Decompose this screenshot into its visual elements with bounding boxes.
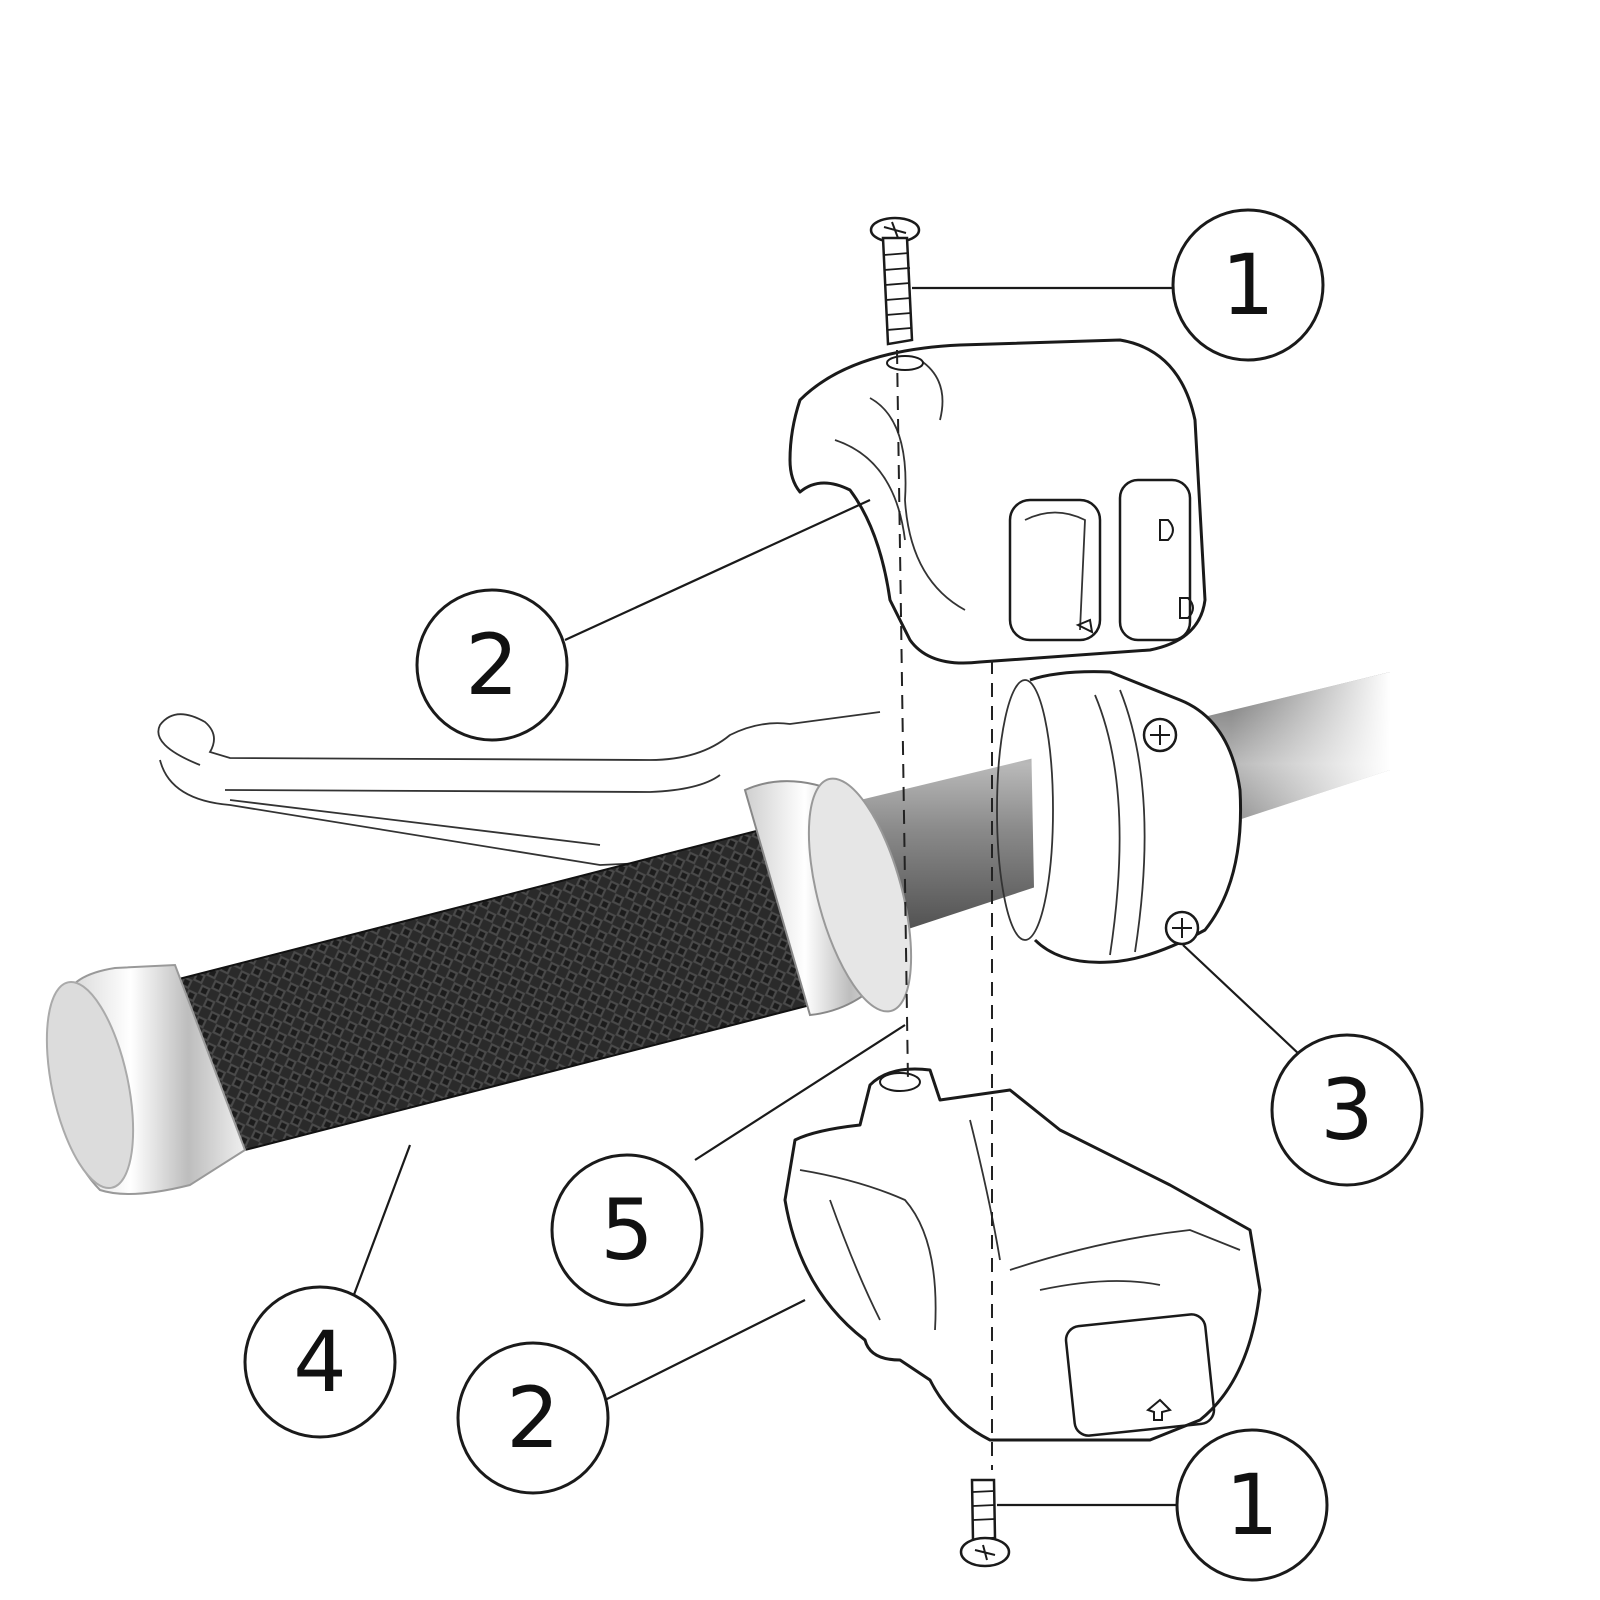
- callout-1-top-label: 1: [1221, 236, 1274, 334]
- callout-4: 4: [243, 1285, 397, 1439]
- callout-2-top-label: 2: [465, 616, 518, 714]
- leader-lines: [350, 286, 1301, 1507]
- turn-arrow-icon: [1145, 1398, 1172, 1421]
- callout-4-label: 4: [293, 1313, 346, 1411]
- light-symbol-lower-icon: [1179, 597, 1194, 619]
- assembly-guides: [896, 349, 993, 1470]
- callout-5-label: 5: [600, 1181, 653, 1279]
- callout-1-bottom: 1: [1175, 1428, 1329, 1582]
- callout-2-bottom: 2: [456, 1341, 610, 1495]
- callout-3-label: 3: [1320, 1061, 1373, 1159]
- lower-switch-housing: [783, 1067, 1262, 1442]
- light-symbol-icon: [1159, 519, 1174, 541]
- callout-2-bottom-label: 2: [506, 1369, 559, 1467]
- upper-switch-housing: [788, 338, 1207, 665]
- callout-3: 3: [1270, 1033, 1424, 1187]
- callout-2-top: 2: [415, 588, 569, 742]
- horn-symbol-icon: [1075, 618, 1094, 634]
- callout-1-bottom-label: 1: [1225, 1456, 1278, 1554]
- clamp-ring: [996, 670, 1243, 964]
- brake-lever: [157, 711, 881, 866]
- bottom-screw: [959, 1478, 1011, 1568]
- hand-grip: [45, 777, 913, 1195]
- callout-1-top: 1: [1171, 208, 1325, 362]
- top-screw: [869, 216, 921, 346]
- callout-5: 5: [550, 1153, 704, 1307]
